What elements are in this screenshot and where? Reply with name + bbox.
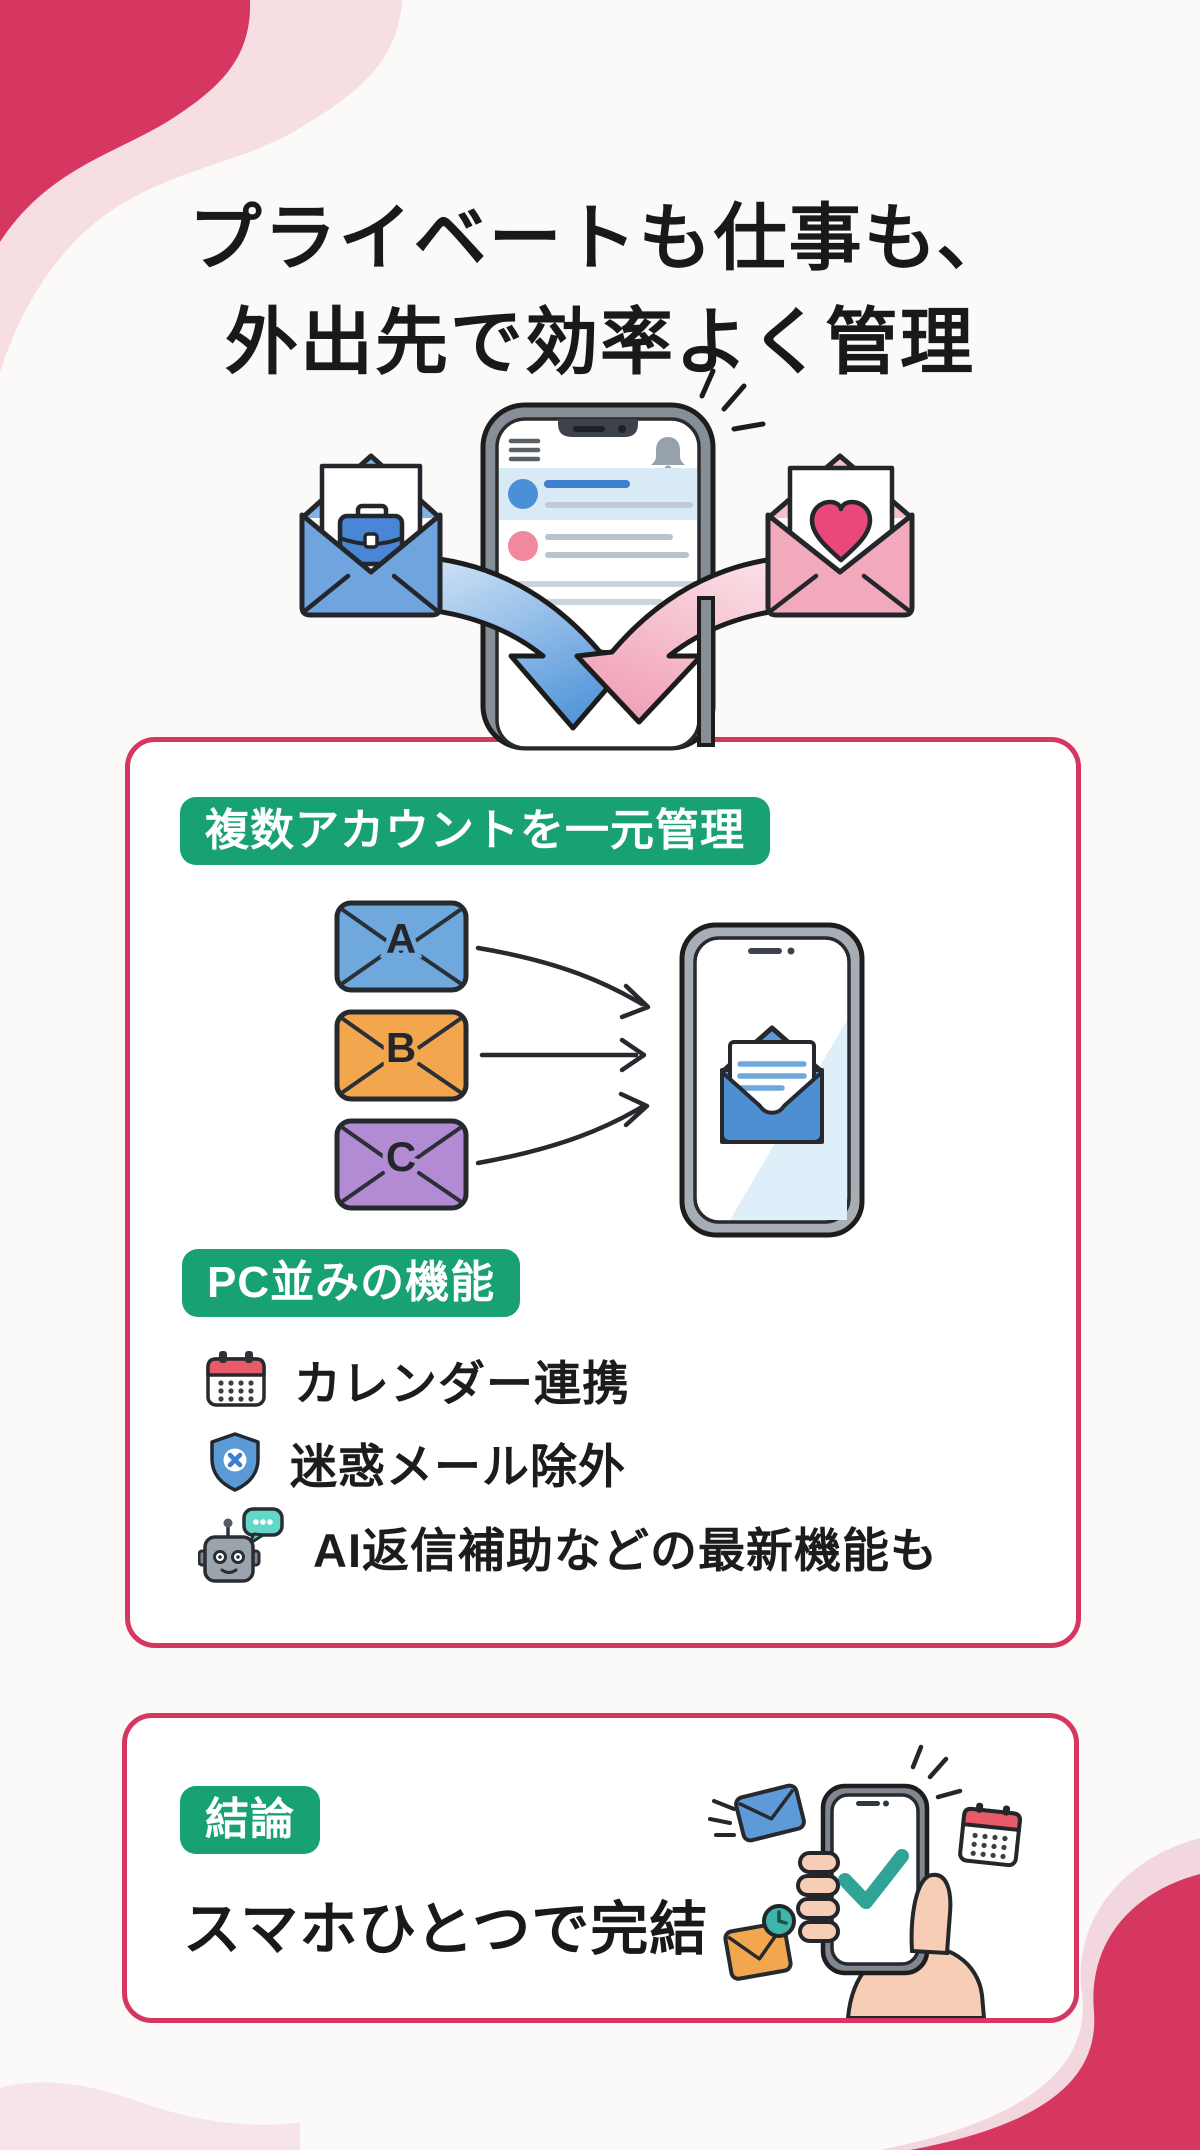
hand-fingers: [796, 1851, 840, 1943]
spark-lines: [699, 368, 766, 432]
page-title-line2: 外出先で効率よく管理: [225, 301, 975, 383]
clock-icon: [762, 1904, 796, 1938]
feature-spam-filter: 迷惑メール除外: [207, 1430, 626, 1494]
corner-decoration-top-left: [0, 0, 402, 372]
account-label-a: A: [386, 915, 416, 962]
speed-lines: [708, 1799, 736, 1837]
checkmark-phone-icon: [820, 1783, 930, 1976]
inbox-envelope-icon: [720, 1025, 824, 1144]
badge-multi-account: 複数アカウントを一元管理: [180, 797, 770, 865]
calendar-icon: [206, 1351, 266, 1407]
badge-pc-features: PC並みの機能: [182, 1249, 521, 1317]
phone-inbox-icon: [679, 922, 865, 1238]
flow-arrows: [475, 945, 651, 1166]
shield-block-icon: [210, 1432, 260, 1492]
feature-ai-reply: AI返信補助などの最新機能も: [198, 1506, 938, 1586]
account-envelope-c: C: [334, 1118, 469, 1211]
heart-icon: [809, 499, 873, 563]
badge-conclusion: 結論: [180, 1786, 320, 1854]
check-icon: [838, 1849, 909, 1909]
accounts-illustration: A B C: [334, 900, 865, 1238]
calendar-icon: [958, 1802, 1022, 1868]
account-label-c: C: [386, 1133, 416, 1180]
robot-icon: [198, 1507, 284, 1583]
page-title-line1: プライベートも仕事も、: [188, 197, 1012, 279]
corner-decoration-bottom-left: [0, 2082, 300, 2150]
features-card: [125, 737, 1081, 1648]
hero-illustration: [299, 368, 915, 751]
conclusion-text: スマホひとつで完結: [183, 1897, 709, 1962]
mail-envelope-icon: [734, 1783, 806, 1843]
briefcase-icon: [337, 503, 405, 567]
hamburger-menu-icon: [508, 438, 541, 462]
speech-bubble-icon: [242, 1507, 284, 1546]
account-label-b: B: [386, 1024, 416, 1071]
heart-envelope-icon: [765, 453, 915, 618]
account-envelope-b: B: [334, 1009, 469, 1102]
conclusion-illustration: [708, 1744, 1022, 2018]
feature-label-spam: 迷惑メール除外: [290, 1439, 626, 1493]
corner-decoration-bottom-right: [880, 1838, 1200, 2150]
feature-calendar: カレンダー連携: [205, 1346, 630, 1412]
feature-label-ai: AI返信補助などの最新機能も: [313, 1523, 938, 1577]
spark-lines: [910, 1744, 963, 1800]
account-envelope-a: A: [334, 900, 469, 993]
hand-thumb: [909, 1872, 953, 1956]
feature-label-calendar: カレンダー連携: [294, 1356, 630, 1410]
page-title: プライベートも仕事も、 外出先で効率よく管理: [0, 187, 1200, 395]
briefcase-envelope-icon: [299, 453, 443, 618]
